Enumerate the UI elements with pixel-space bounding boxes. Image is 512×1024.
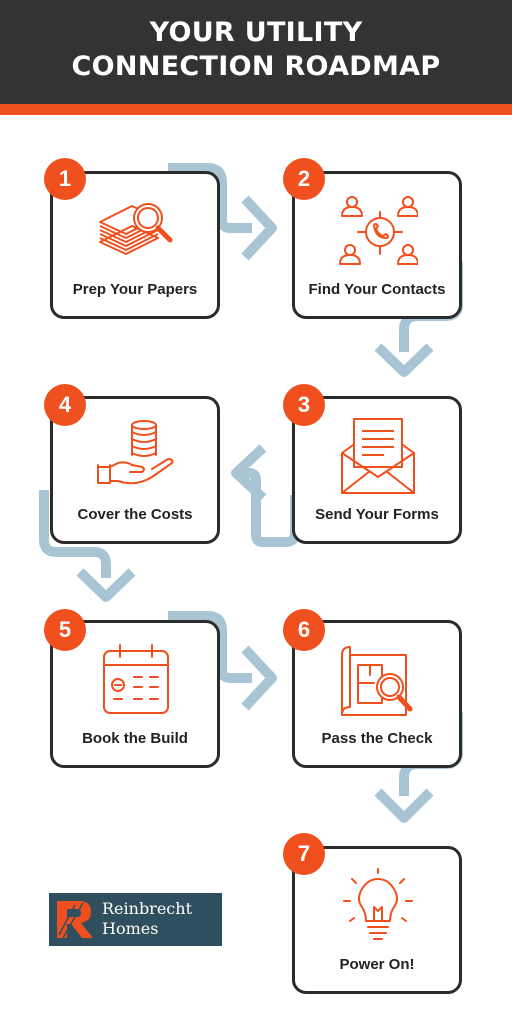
calendar-icon [103, 644, 169, 714]
logo-line-1: Reinbrecht [102, 899, 192, 918]
arrow-6-to-7-head [374, 788, 434, 823]
arrow-2-to-3-head [374, 343, 434, 377]
step-label-5: Book the Build [82, 730, 188, 747]
arrow-3-to-4 [242, 468, 300, 547]
arrow-5-to-6-head [241, 645, 277, 711]
title-line-2: CONNECTION ROADMAP [71, 51, 441, 82]
step-badge-7: 7 [283, 833, 325, 875]
step-badge-1: 1 [44, 158, 86, 200]
arrow-4-to-5 [39, 490, 111, 578]
hand-coins-icon [97, 420, 174, 485]
arrow-1-to-2 [168, 163, 252, 233]
step-label-2: Find Your Contacts [308, 281, 446, 298]
arrow-3-to-4-head [231, 444, 267, 502]
header-banner [0, 0, 512, 104]
stacked-papers-magnifier-icon [99, 203, 173, 255]
step-label-1: Prep Your Papers [72, 281, 198, 298]
envelope-letter-icon [341, 418, 415, 494]
step-badge-6: 6 [283, 609, 325, 651]
arrow-4-to-5-head [76, 568, 136, 602]
reinbrecht-homes-logo: Reinbrecht Homes [49, 893, 222, 946]
title-line-1: YOUR UTILITY [149, 17, 363, 48]
logo-wordmark: Reinbrecht Homes [102, 899, 192, 939]
step-badge-4: 4 [44, 384, 86, 426]
step-card-6: Pass the Check [292, 620, 462, 768]
step-label-4: Cover the Costs [77, 506, 193, 523]
step-label-7: Power On! [339, 956, 415, 973]
step-label-6: Pass the Check [321, 730, 433, 747]
step-card-3: Send Your Forms [292, 396, 462, 544]
step-label-3: Send Your Forms [315, 506, 439, 523]
step-card-4: Cover the Costs [50, 396, 220, 544]
logo-line-2: Homes [102, 919, 159, 938]
step-card-2: Find Your Contacts [292, 171, 462, 319]
logo-r-mark-icon [57, 901, 93, 939]
phone-contacts-network-icon [339, 196, 418, 265]
page-title: YOUR UTILITY CONNECTION ROADMAP [0, 16, 512, 84]
arrow-1-to-2-head [241, 195, 277, 261]
arrow-5-to-6 [168, 611, 252, 683]
header-accent-bar [0, 104, 512, 115]
step-card-7: Power On! [292, 846, 462, 994]
step-badge-5: 5 [44, 609, 86, 651]
step-badge-2: 2 [283, 158, 325, 200]
lightbulb-icon [343, 868, 413, 940]
step-badge-3: 3 [283, 384, 325, 426]
blueprint-magnifier-icon [341, 646, 413, 716]
step-card-1: Prep Your Papers [50, 171, 220, 319]
